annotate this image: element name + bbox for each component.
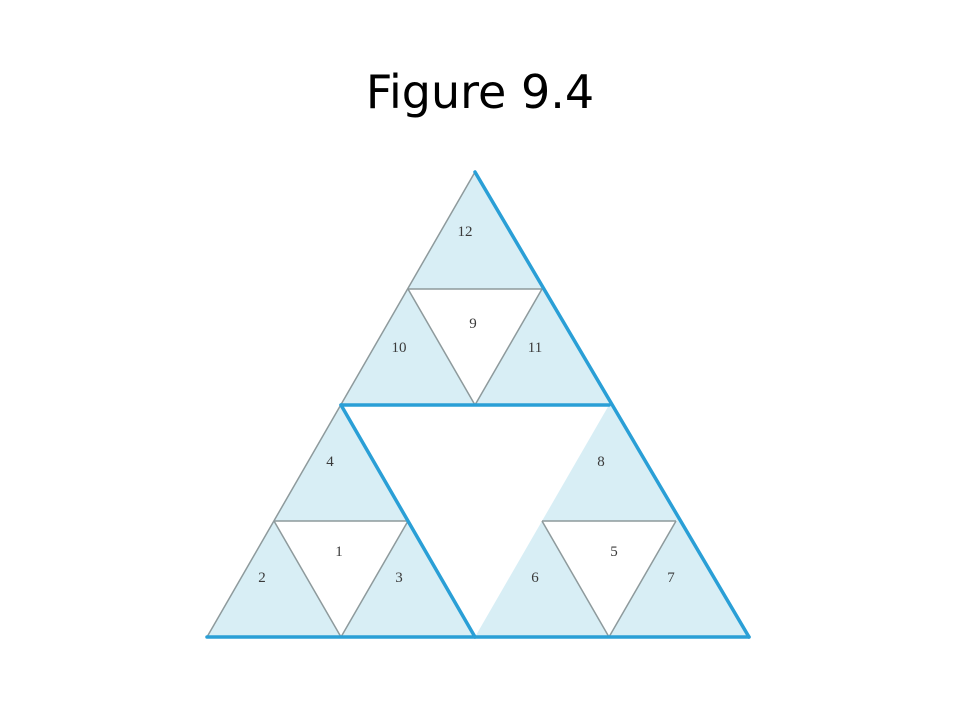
label-3: 3 xyxy=(395,570,403,586)
center-hole xyxy=(341,405,609,637)
label-1: 1 xyxy=(335,544,343,560)
label-11: 11 xyxy=(528,340,542,356)
label-8: 8 xyxy=(597,454,605,470)
top-hole xyxy=(408,289,542,405)
highlight-path xyxy=(205,170,751,639)
slide-title: Figure 9.4 xyxy=(365,65,595,119)
label-10: 10 xyxy=(392,340,407,356)
label-4: 4 xyxy=(326,454,334,470)
left-hole xyxy=(274,521,408,637)
label-9: 9 xyxy=(469,316,477,332)
label-6: 6 xyxy=(531,570,539,586)
label-5: 5 xyxy=(610,544,618,560)
label-7: 7 xyxy=(667,570,675,586)
label-2: 2 xyxy=(258,570,266,586)
right-hole xyxy=(542,521,676,637)
label-12: 12 xyxy=(458,224,473,240)
